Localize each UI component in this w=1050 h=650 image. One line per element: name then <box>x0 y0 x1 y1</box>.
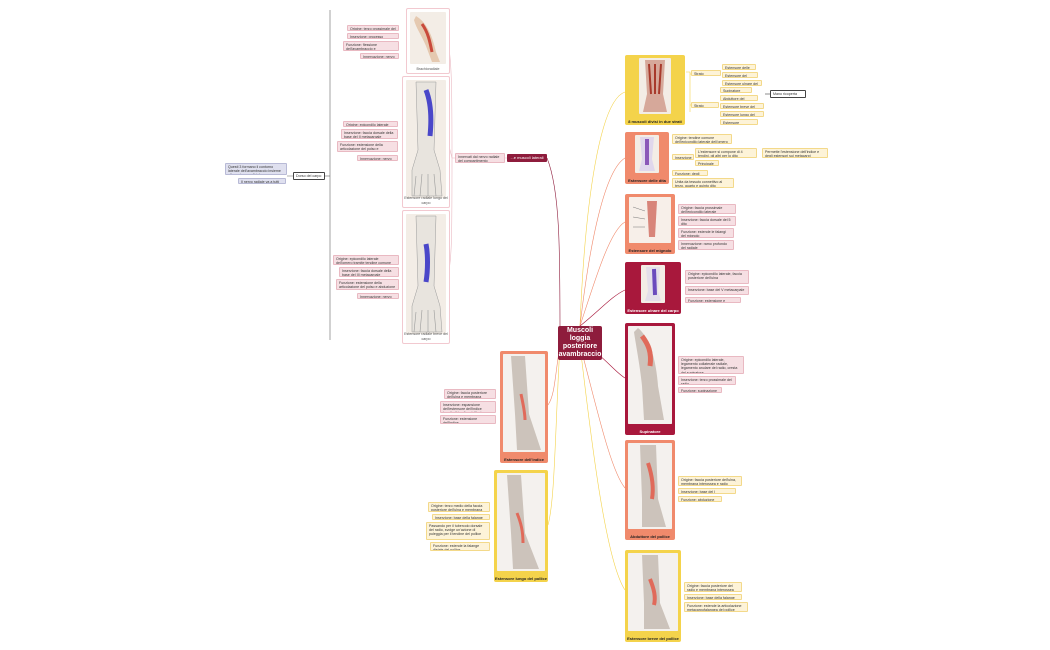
note[interactable]: Funzione: estensione e adduzione del pol… <box>685 297 741 303</box>
card-estensore-lungo-pollice[interactable]: Estensore lungo del pollice <box>494 470 548 582</box>
card-brachioradiale[interactable]: Brachioradiale <box>406 8 450 74</box>
note[interactable]: Inserzione: faccia dorsale della base de… <box>341 129 398 139</box>
note[interactable]: Inserzione: faccia dorsale della base de… <box>339 267 399 277</box>
group-item[interactable]: Estensore dell'indice <box>720 119 758 125</box>
note[interactable]: Funzione: estensione della articolazione… <box>336 279 399 290</box>
note[interactable]: Origine: terzo medio della faccia poster… <box>428 502 490 512</box>
side-node[interactable]: Dorso del carpo <box>293 172 325 180</box>
note[interactable]: Origine: tendine comune dell'epicondilo … <box>672 134 732 144</box>
note[interactable]: Origine: faccia posteriore dell'ulna, me… <box>678 476 742 486</box>
group-item[interactable]: Estensore breve del pollice <box>720 103 764 109</box>
group-item[interactable]: Estensore delle dita <box>722 64 756 70</box>
note[interactable]: Inserzione: base della falange distale d… <box>432 514 490 520</box>
note[interactable]: Funzione: flessione dell'avambraccio e p… <box>343 41 399 51</box>
note[interactable]: Funzione: estensione della articolazione… <box>337 141 398 152</box>
arm-illustration <box>628 553 678 631</box>
note[interactable]: Funzione: abduzione del pollice <box>678 496 722 502</box>
arm-illustration <box>406 214 446 334</box>
sub-note[interactable]: Permette l'estensione dell'indice e degl… <box>762 148 828 158</box>
side-note[interactable]: Questi 3 formano il contorno laterale de… <box>225 163 287 175</box>
card-caption: Abduttore del pollice <box>630 534 670 539</box>
card-abduttore-pollice[interactable]: Abduttore del pollice <box>625 440 675 540</box>
note[interactable]: Funzione: estende la falange distale del… <box>430 542 490 551</box>
arm-illustration <box>406 80 446 198</box>
note[interactable]: Origine: faccia posteriore dell'ulna e m… <box>444 389 496 399</box>
group-label[interactable]: Strato superficiale <box>691 70 721 76</box>
card-caption: Estensore breve del pollice <box>627 636 679 641</box>
card-estensore-ulnare[interactable]: Estensore ulnare del carpo <box>625 262 681 314</box>
central-title: Muscoli loggia posteriore avambraccio <box>558 327 602 358</box>
group-label[interactable]: Strato profondo <box>691 102 719 108</box>
side-note[interactable]: Il nervo radiale va a tutti <box>238 178 286 184</box>
note[interactable]: Innervazione: nervo radiale <box>360 53 399 59</box>
note[interactable]: Passando per il tubercolo dorsale del ra… <box>426 522 490 540</box>
card-caption: Estensore radiale lungo del carpo <box>404 196 448 205</box>
arm-illustration <box>503 354 545 452</box>
lateral-group-node[interactable]: ...e muscoli laterali <box>507 154 547 162</box>
note[interactable]: Innervazione: nervo radiale <box>357 293 399 299</box>
note[interactable]: Origine: epicondilo laterale dell'omero … <box>333 255 399 265</box>
arm-illustration <box>641 265 665 303</box>
note[interactable]: Inserzione: base del I metacarpale <box>678 488 736 494</box>
card-estensore-radiale-lungo[interactable]: Estensore radiale lungo del carpo <box>402 76 450 208</box>
note[interactable]: Origine: epicondilo laterale, faccia pos… <box>685 270 749 284</box>
note[interactable]: Origine: epicondilo laterale, legamento … <box>678 356 744 374</box>
note[interactable]: Inserzione: processo stiloideo del radio <box>347 33 399 39</box>
note[interactable]: Inserzione <box>672 154 694 160</box>
note[interactable]: Funzione: estende le falangi del mignolo <box>678 228 734 238</box>
card-caption: Estensore delle dita <box>628 178 666 183</box>
group-item[interactable]: Abduttore del pollice <box>720 95 758 101</box>
card-estensore-breve-pollice[interactable]: Estensore breve del pollice <box>625 550 681 642</box>
card-supinatore[interactable]: Supinatore <box>625 323 675 435</box>
note[interactable]: Unita da tessuto connettivo al terzo, qu… <box>672 178 734 188</box>
card-caption: Brachioradiale <box>416 67 440 71</box>
arm-illustration <box>628 326 672 424</box>
card-estensore-dita[interactable]: Estensore delle dita <box>625 132 669 184</box>
card-caption: Estensore del mignolo <box>628 248 672 253</box>
note[interactable]: Origine: faccia prossimale dell'epicondi… <box>678 204 736 214</box>
card-caption: Estensore dell'indice <box>504 457 544 462</box>
note[interactable]: Inserzione: base della falange prossimal… <box>684 594 742 600</box>
note[interactable]: Innervazione: nervo radiale <box>357 155 398 161</box>
group-item[interactable]: Supinatore <box>720 87 752 93</box>
card-estensore-radiale-breve[interactable]: Estensore radiale breve del carpo <box>402 210 450 344</box>
note[interactable]: Funzione: estensione dell'indice <box>440 415 496 424</box>
arm-illustration <box>497 473 545 571</box>
card-caption: Estensore ulnare del carpo <box>627 308 679 313</box>
side-node[interactable]: Mano ricoperta <box>770 90 806 98</box>
lateral-group-desc[interactable]: Innervati dal nervo radiale del comparti… <box>455 153 505 163</box>
arm-illustration <box>639 58 671 114</box>
note[interactable]: Funzione: degli estensori <box>672 170 708 176</box>
arm-illustration <box>629 197 671 243</box>
card-caption: Estensore radiale breve del carpo <box>404 332 448 341</box>
card-caption: 8 muscoli divisi in due strati <box>628 119 682 124</box>
card-8-muscoli[interactable]: 8 muscoli divisi in due strati <box>625 55 685 125</box>
note[interactable]: Origine: faccia posteriore del radio e m… <box>684 582 742 592</box>
card-caption: Estensore lungo del pollice <box>494 576 547 581</box>
card-estensore-mignolo[interactable]: Estensore del mignolo <box>625 194 675 254</box>
group-item[interactable]: Estensore lungo del pollice <box>720 111 764 117</box>
note[interactable]: Inserzione: espansione dell'estensore de… <box>440 401 496 413</box>
central-topic[interactable]: Muscoli loggia posteriore avambraccio <box>558 326 602 360</box>
group-item[interactable]: Estensore del mignolo <box>722 72 758 78</box>
group-item[interactable]: Estensore ulnare del carpo <box>722 80 762 86</box>
sub-note[interactable]: Principale <box>695 160 719 166</box>
note[interactable]: Origine: epicondilo laterale dell'omero <box>343 121 398 127</box>
arm-illustration <box>635 135 659 173</box>
note[interactable]: Origine: terzo prossimale del margine la… <box>347 25 399 31</box>
note[interactable]: Inserzione: base del V metacarpale <box>685 286 749 295</box>
card-estensore-indice[interactable]: Estensore dell'indice <box>500 351 548 463</box>
note[interactable]: Funzione: estende la articolazione metac… <box>684 602 748 612</box>
note[interactable]: Innervazione: ramo profondo del radiale <box>678 240 734 250</box>
note[interactable]: Funzione: supinazione dell'avambraccio <box>678 387 722 393</box>
card-caption: Supinatore <box>639 429 661 434</box>
arm-illustration <box>410 12 446 64</box>
note[interactable]: Inserzione: faccia dorsale del 5 dito <box>678 216 736 226</box>
note[interactable]: Inserzione: terzo prossimale del radio <box>678 376 736 385</box>
arm-illustration <box>628 443 672 529</box>
sub-note[interactable]: L'estensore si compone di 4 tendini, gli… <box>695 148 757 158</box>
